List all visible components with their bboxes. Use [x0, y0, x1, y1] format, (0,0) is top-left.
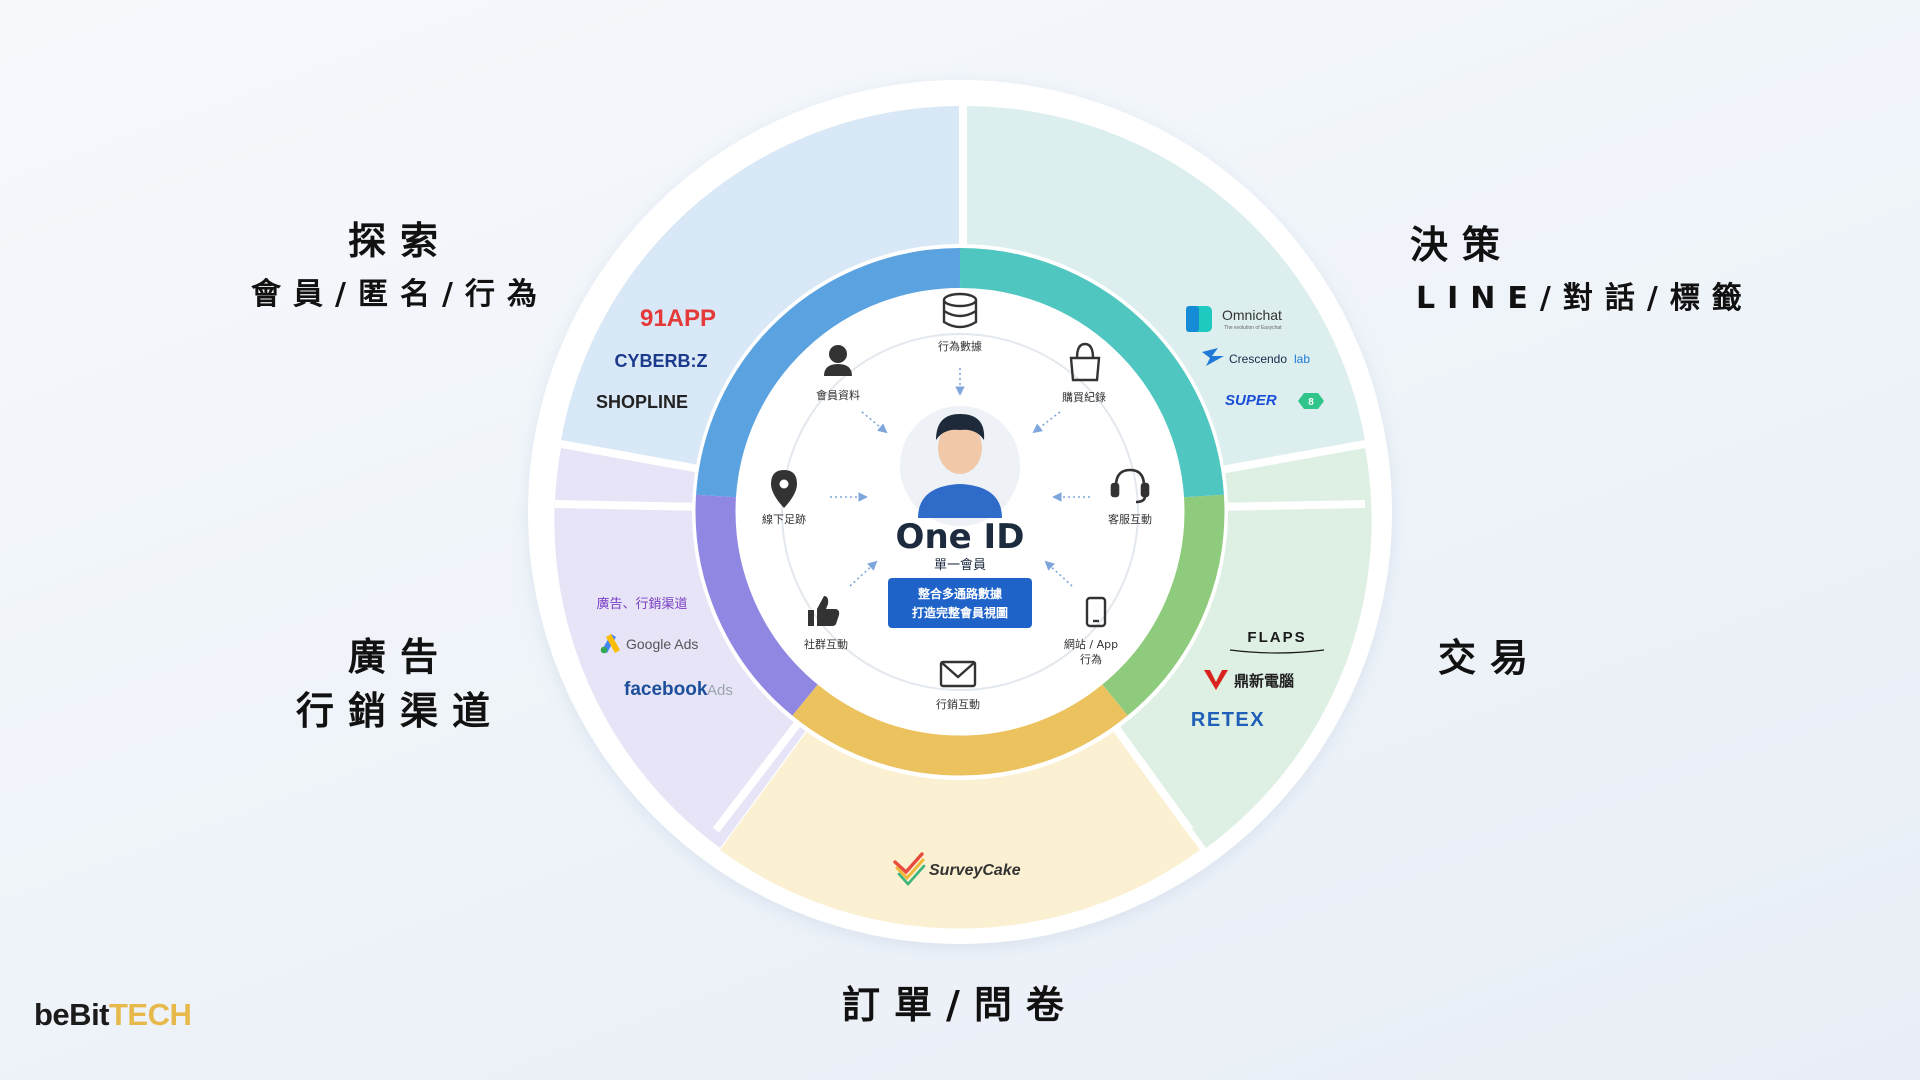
center-info-box: [888, 578, 1032, 628]
ring-order: [792, 684, 1128, 776]
source-footprint-label: 線下足跡: [762, 512, 806, 526]
stage-order: 訂單/問卷: [760, 978, 1160, 1032]
logo-91app: 91APP: [640, 305, 716, 332]
map-pin-icon: [771, 470, 797, 508]
arrow-social: [849, 560, 878, 587]
smartphone-icon: [1085, 596, 1107, 628]
stage-decide-title: 決策: [1410, 223, 1515, 267]
logo-shopline: SHOPLINE: [596, 392, 688, 412]
source-member-label: 會員資料: [816, 388, 860, 402]
ads-category-label: 廣告、行銷渠道: [596, 596, 687, 612]
user-icon: [824, 345, 852, 376]
stage-decide: 決策 LINE/對話/標籤: [1380, 218, 1780, 326]
logo-retex: RETEX: [1191, 709, 1265, 731]
brands-order: SurveyCake: [893, 852, 1021, 886]
logo-omnichat: Omnichat: [1222, 307, 1282, 323]
stage-ads-subtitle: 行銷渠道: [295, 689, 504, 733]
shopping-bag-icon: [1069, 342, 1101, 382]
surveycake-logo-icon: [893, 852, 926, 886]
logo-flaps-underline: [1229, 649, 1325, 654]
omnichat-logo-icon: [1186, 306, 1212, 332]
center-box-line2: 打造完整會員視圖: [912, 605, 1008, 620]
logo-crescendo: Crescendo: [1229, 352, 1287, 366]
center-box-line1: 整合多通路數據: [917, 586, 1003, 601]
stage-ads: 廣告 行銷渠道: [260, 630, 540, 738]
database-icon: [942, 292, 978, 329]
center-subtitle: 單一會員: [934, 558, 986, 573]
logo-facebook-ads: Ads: [707, 682, 733, 699]
brands-trade: FLAPS 鼎新電腦 RETEX: [1191, 629, 1325, 731]
ring-trade: [1102, 494, 1225, 716]
inner-dashed-orbit: [781, 333, 1139, 691]
source-social: 社群互動: [804, 596, 848, 651]
logo-omnichat-tagline: The evolution of Easychat: [1224, 325, 1282, 331]
source-marketing-label: 行銷互動: [936, 697, 980, 711]
dingxin-logo-icon: [1204, 670, 1228, 690]
center-title: One ID: [896, 517, 1025, 557]
flow-arrows: [830, 368, 1090, 587]
stage-explore-title: 探索: [347, 219, 452, 263]
source-web-app-label: 網站 / App: [1064, 637, 1118, 651]
colored-ring: [695, 247, 1225, 776]
source-service: 客服互動: [1108, 468, 1152, 526]
source-web-app: 網站 / App 行為: [1064, 596, 1118, 666]
logo-google-ads: Google Ads: [626, 636, 698, 652]
arrow-member: [861, 411, 888, 434]
stage-explore: 探索 會員/匿名/行為: [220, 214, 580, 322]
ring-ads: [695, 494, 818, 716]
source-service-label: 客服互動: [1108, 512, 1152, 526]
source-social-label: 社群互動: [804, 637, 848, 651]
source-member: 會員資料: [816, 345, 860, 402]
logo-facebook: facebook: [624, 679, 708, 700]
source-purchase-label: 購買紀錄: [1062, 390, 1106, 404]
logo-dingxin: 鼎新電腦: [1234, 672, 1294, 690]
source-footprint: 線下足跡: [762, 470, 806, 526]
thumbs-up-icon: [808, 596, 840, 626]
logo-flaps: FLAPS: [1247, 629, 1306, 646]
arrow-purchase: [1032, 411, 1061, 434]
source-behavior: 行為數據: [938, 292, 982, 353]
ring-decide: [959, 247, 1224, 498]
envelope-icon: [939, 660, 977, 688]
bebittech-logo: beBitTECH: [34, 997, 192, 1033]
stage-decide-subtitle: LINE/對話/標籤: [1416, 281, 1754, 316]
ring-explore: [696, 247, 961, 498]
stage-ads-title: 廣告: [347, 635, 452, 679]
stage-trade-title: 交易: [1437, 636, 1542, 680]
super8-badge-icon: 8: [1298, 393, 1324, 409]
logo-surveycake: SurveyCake: [929, 862, 1021, 879]
logo-crescendo-lab: lab: [1294, 352, 1310, 366]
source-purchase: 購買紀錄: [1062, 342, 1106, 404]
crescendo-logo-icon: [1202, 348, 1224, 366]
bebittech-logo-part1: beBit: [34, 997, 110, 1032]
svg-text:8: 8: [1308, 397, 1314, 408]
source-web-app-label-2: 行為: [1080, 652, 1102, 666]
bebittech-logo-part2: TECH: [109, 997, 192, 1032]
source-behavior-label: 行為數據: [938, 339, 982, 353]
brands-explore: 91APP CYBERB:Z SHOPLINE: [596, 305, 716, 412]
stage-explore-subtitle: 會員/匿名/行為: [251, 277, 549, 312]
stage-order-title: 訂單/問卷: [842, 983, 1078, 1027]
logo-super8: SUPER: [1225, 392, 1277, 409]
source-marketing: 行銷互動: [936, 660, 980, 711]
google-ads-icon: [600, 634, 620, 654]
stage-trade: 交易: [1380, 631, 1600, 685]
brands-decide: Omnichat The evolution of Easychat Cresc…: [1186, 306, 1324, 409]
brands-ads: 廣告、行銷渠道 Google Ads facebook Ads: [596, 596, 732, 700]
arrow-web-app: [1044, 560, 1073, 587]
avatar-person-icon: [918, 414, 1002, 518]
logo-cyberbiz: CYBERB:Z: [615, 351, 708, 371]
headset-icon: [1110, 468, 1150, 504]
